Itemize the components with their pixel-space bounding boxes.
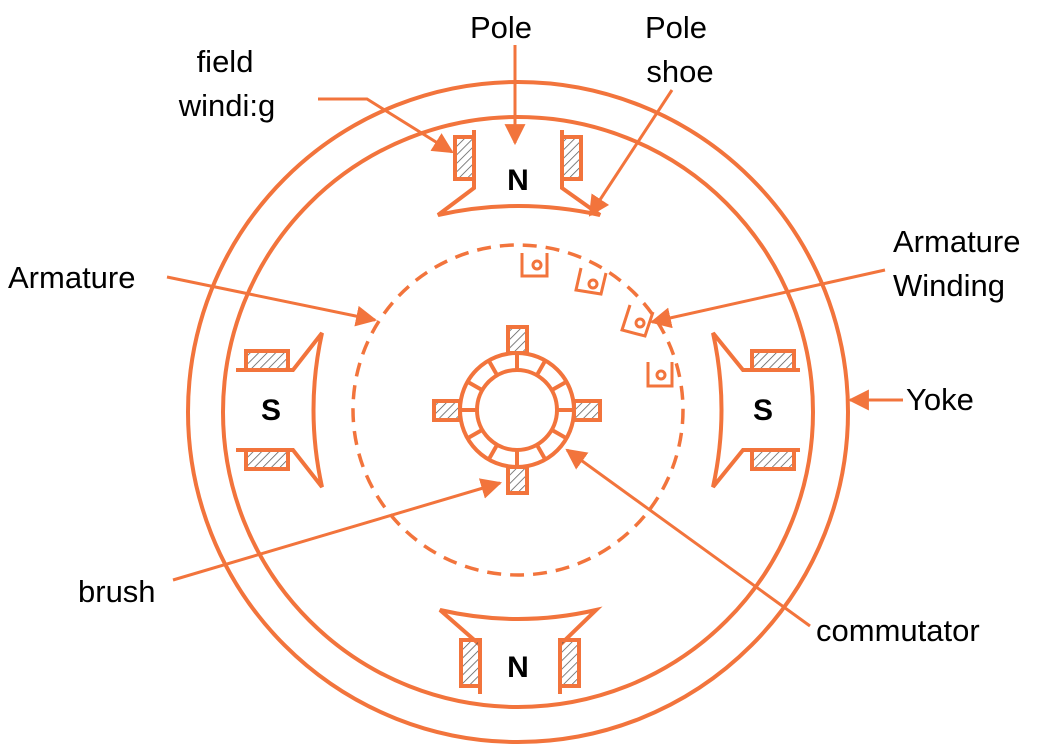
right-pole-label: S (753, 394, 773, 427)
label-pole-shoe-line2: shoe (646, 54, 713, 89)
brush-right (572, 399, 602, 422)
arrow-brush (172, 478, 503, 582)
arrow-field-winding (318, 97, 454, 154)
label-brush: brush (78, 574, 156, 609)
right-pole (711, 331, 800, 489)
label-pole-shoe-line1: Pole (645, 10, 707, 45)
top-field-winding-left (453, 135, 476, 181)
left-field-winding-top (244, 349, 290, 372)
yoke-inner-ring (221, 115, 815, 709)
left-field-winding-bottom (244, 448, 290, 471)
label-pole: Pole (470, 10, 532, 45)
armature-circle (351, 243, 685, 577)
top-pole-label: N (507, 164, 529, 197)
label-yoke: Yoke (906, 382, 974, 417)
arrow-armature-winding (649, 268, 886, 329)
yoke-outer-ring (186, 80, 850, 744)
arrow-pole-shoe (588, 89, 674, 217)
arrow-commutator (565, 448, 811, 628)
brush-bottom (506, 465, 529, 495)
right-field-winding-top (750, 349, 796, 372)
armature-winding-slots (520, 253, 674, 388)
label-armature-winding-line2: Winding (893, 268, 1005, 303)
label-armature: Armature (8, 260, 135, 295)
left-pole-label: S (261, 394, 281, 427)
bottom-pole (438, 606, 603, 694)
left-pole (236, 331, 324, 489)
label-field-winding-line1: field (197, 44, 254, 79)
brush-left (432, 399, 462, 422)
label-armature-winding-line1: Armature (893, 224, 1020, 259)
commutator (458, 351, 576, 469)
right-field-winding-bottom (750, 448, 796, 471)
arrow-armature (166, 275, 378, 327)
bottom-field-winding-left (459, 638, 482, 688)
bottom-field-winding-right (558, 638, 581, 688)
brush-top (506, 325, 529, 355)
label-commutator: commutator (816, 613, 980, 648)
bottom-pole-label: N (507, 651, 529, 684)
label-field-winding-line2: windi:g (178, 88, 276, 123)
top-field-winding-right (560, 135, 583, 181)
